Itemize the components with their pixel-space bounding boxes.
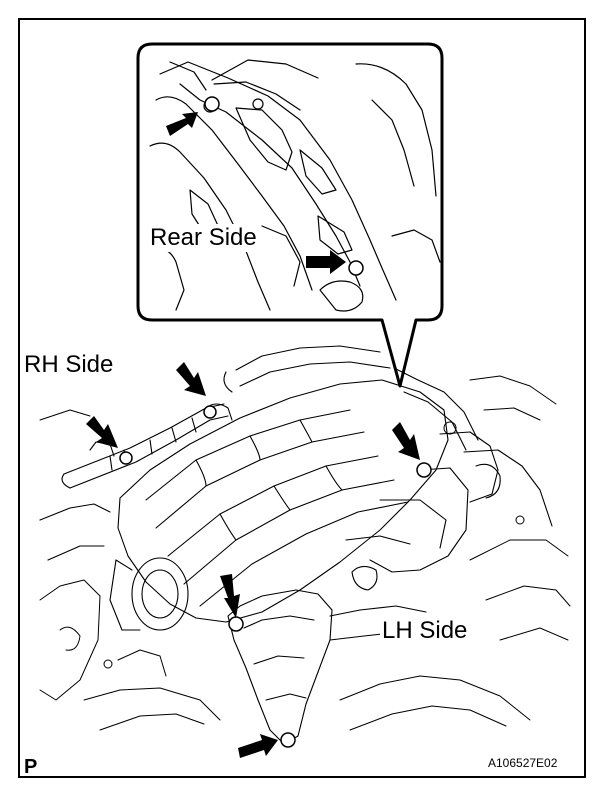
arrow-icon bbox=[166, 112, 198, 136]
bolt-icon bbox=[348, 260, 364, 276]
arrow-icon bbox=[220, 574, 240, 618]
bolt-icon bbox=[416, 462, 432, 478]
page-code: P bbox=[24, 756, 38, 778]
rear-side-label: Rear Side bbox=[148, 224, 259, 252]
bolt-icon bbox=[204, 96, 220, 112]
bolt-icon bbox=[228, 616, 244, 632]
figure-code: A106527E02 bbox=[488, 756, 558, 770]
engine-rear-components bbox=[223, 345, 553, 527]
arrow-icon bbox=[238, 734, 278, 758]
arrow-icon bbox=[176, 362, 206, 396]
bolt-icon bbox=[203, 405, 217, 419]
rh-side-pipe bbox=[39, 403, 233, 561]
engine-surroundings bbox=[39, 375, 571, 731]
rear-side-inset bbox=[136, 42, 444, 388]
arrow-icon bbox=[86, 416, 118, 448]
bolt-icon bbox=[280, 732, 296, 748]
lh-side-bracket bbox=[227, 467, 469, 745]
arrow-icon bbox=[306, 250, 346, 274]
bolt-icon bbox=[119, 96, 432, 748]
lh-side-label: LH Side bbox=[380, 617, 470, 645]
arrow-icon bbox=[392, 422, 420, 460]
rh-side-label: RH Side bbox=[22, 351, 116, 379]
bolt-icon bbox=[119, 451, 133, 465]
